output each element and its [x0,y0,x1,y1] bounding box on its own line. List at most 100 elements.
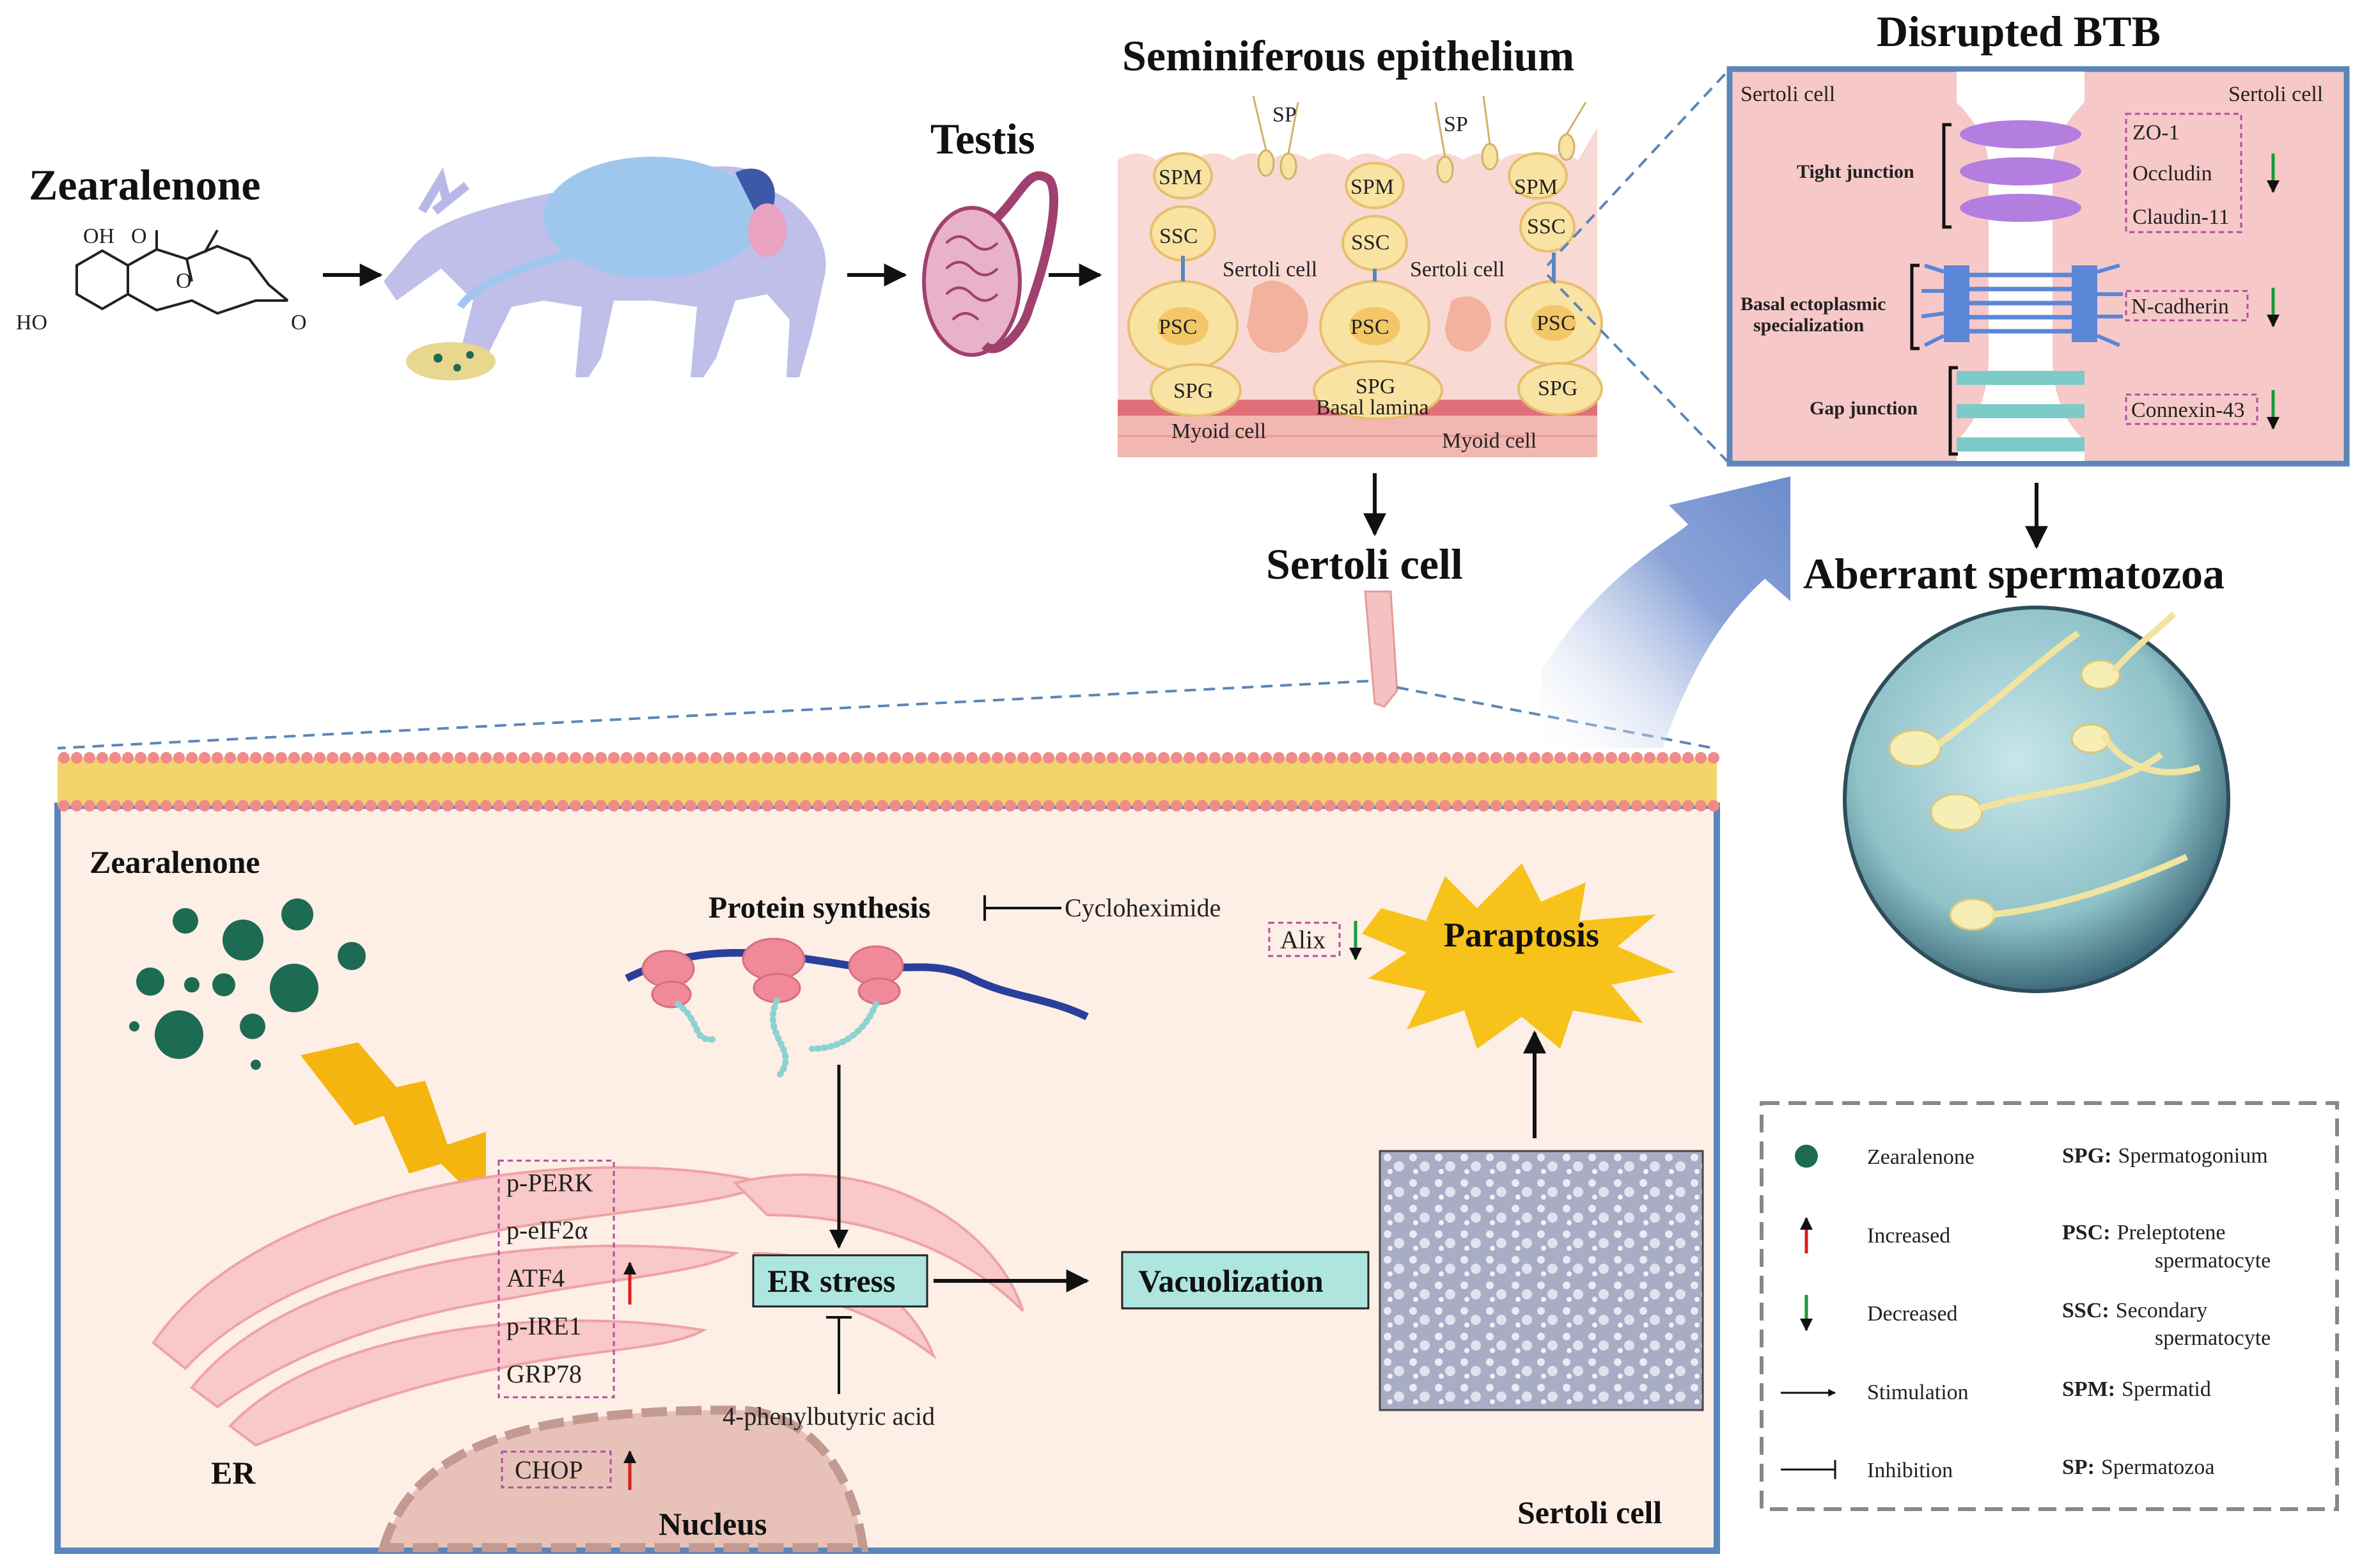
lipid-head [1554,800,1566,811]
lipid-head [1158,752,1169,764]
lipid-head [340,800,351,811]
lipid-head [237,752,249,764]
lipid-head [493,800,504,811]
lipid-head [864,800,875,811]
lipid-head [1618,752,1630,764]
lipid-head [416,800,428,811]
btb-title: Disrupted BTB [1877,7,2161,56]
lipid-head [1452,752,1464,764]
lipid-head [1490,752,1502,764]
lipid-head [1401,800,1412,811]
lipid-head [1311,752,1323,764]
svg-text:SSC:Secondary: SSC:Secondary [2062,1299,2207,1322]
lipid-head [519,752,530,764]
lipid-head [531,800,543,811]
lipid-head [1017,752,1029,764]
lipid-head [1695,800,1707,811]
lipid-head [659,752,671,764]
lipid-head [1414,752,1425,764]
abbr-sp-key: SP: [2062,1455,2095,1479]
lipid-head [160,800,172,811]
svg-text:PSC:Preleptotene: PSC:Preleptotene [2062,1221,2226,1244]
lipid-head [1388,800,1400,811]
micrograph [1379,1150,1704,1411]
zoom-line-btb-top [1546,68,1731,267]
abbr-spg-text: Spermatogonium [2118,1144,2267,1168]
lipid-head [1363,752,1374,764]
lipid-head [762,752,773,764]
lipid-head [1631,800,1643,811]
lipid-head [698,752,709,764]
membrane-heads [58,752,1719,811]
lipid-head [1439,752,1451,764]
lipid-head [1132,752,1144,764]
lipid-head [646,752,658,764]
lipid-head [1670,800,1681,811]
lipid-head [224,800,236,811]
lipid-head [1516,752,1528,764]
lipid-head [1324,800,1336,811]
lipid-head [199,752,210,764]
protein-synthesis-label: Protein synthesis [708,891,930,925]
lipid-head [889,752,901,764]
lipid-head [1005,752,1016,764]
er-stress-box [752,1254,928,1308]
sertoli-title: Sertoli cell [1266,540,1463,588]
lipid-head [1107,752,1118,764]
lipid-head [378,752,389,764]
lipid-head [1273,800,1285,811]
lipid-head [391,800,402,811]
lipid-head [966,800,978,811]
lipid-head [58,800,70,811]
lipid-head [506,752,517,764]
lipid-head [953,800,965,811]
legend-zea-swatch [1795,1145,1818,1168]
lipid-head [1542,752,1553,764]
lipid-head [122,752,134,764]
lipid-head [557,800,568,811]
lipid-head [1247,800,1259,811]
lipid-head [186,800,198,811]
goat-illustration [384,157,826,380]
lipid-head [1401,752,1412,764]
abbr-ssc-key: SSC: [2062,1299,2109,1322]
lipid-head [1171,800,1182,811]
lipid-head [301,752,313,764]
lipid-head [877,800,888,811]
lipid-head [84,800,95,811]
lipid-head [1465,800,1476,811]
lipid-head [1657,752,1668,764]
lipid-head [1235,800,1246,811]
lipid-head [992,752,1003,764]
lipid-head [1196,800,1208,811]
lipid-head [1017,800,1029,811]
legend-decreased: Decreased [1867,1302,1958,1326]
lightning-bolt [301,1042,486,1209]
lipid-head [1427,752,1438,764]
lipid-head [1030,752,1042,764]
lipid-head [877,752,888,764]
lipid-head [953,752,965,764]
lipid-head [685,752,696,764]
chem-o1: O [131,224,147,248]
lipid-head [1337,800,1349,811]
lipid-head [787,800,799,811]
spm-label-2: SPM [1350,175,1394,199]
lipid-head [352,752,364,764]
lipid-head [941,800,952,811]
zoom-line-btb-bottom [1546,274,1731,465]
lipid-head [1503,800,1515,811]
psc-label-3: PSC [1537,311,1576,335]
lipid-head [1631,752,1643,764]
lipid-head [928,752,939,764]
lipid-head [749,800,760,811]
lipid-head [1286,800,1297,811]
testis-illustration: Testis [922,114,1059,357]
lipid-head [263,752,274,764]
lipid-head [1158,800,1169,811]
lipid-head [1043,800,1054,811]
zea-title: Zearalenone [29,161,261,209]
lipid-head [1286,752,1297,764]
chem-o3: O [291,311,307,334]
zoom-line-cell-left [57,680,1369,749]
